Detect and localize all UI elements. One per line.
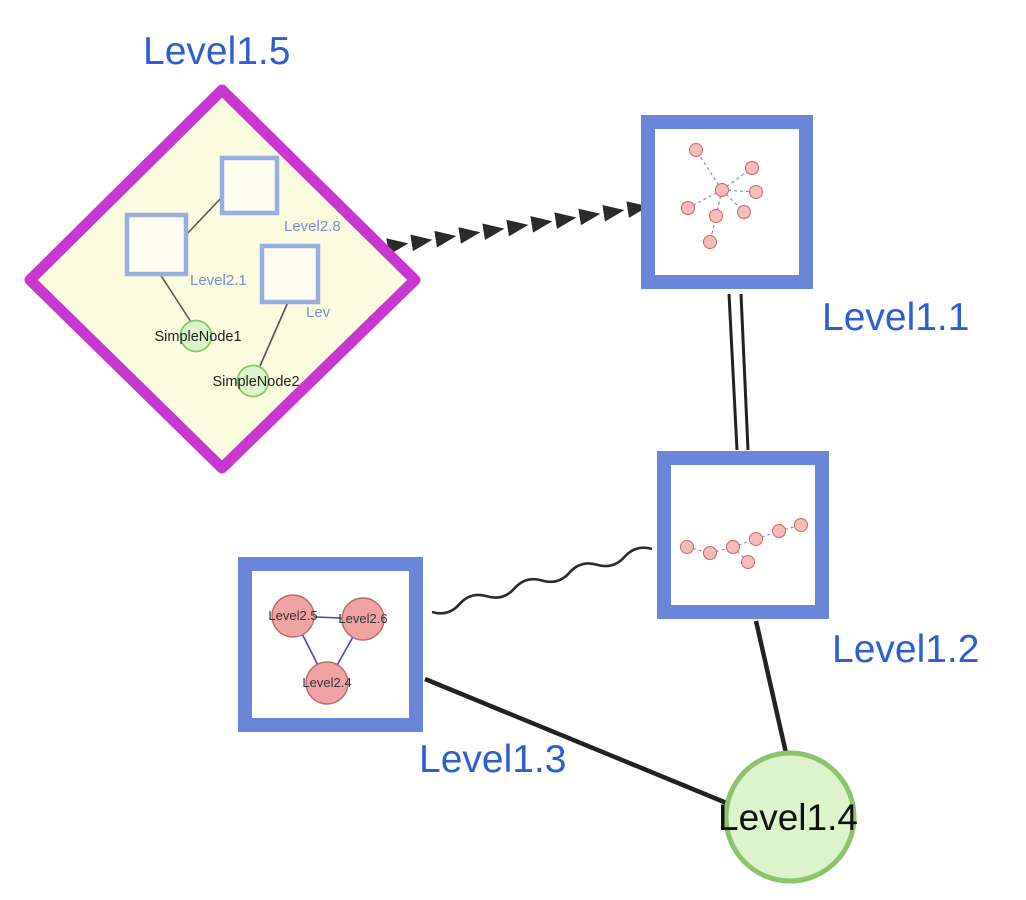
wavy-edge-level13-to-level12[interactable] xyxy=(431,546,653,615)
node-simplenode1-label: SimpleNode1 xyxy=(154,329,241,345)
node-lev-label: Lev xyxy=(306,304,331,321)
group-label-level13: Level1.3 xyxy=(419,738,566,781)
inner-edge-level21-to-level28[interactable] xyxy=(185,196,223,236)
double-line-edge-level11-to-level12[interactable] xyxy=(727,293,750,451)
node-simplenode2-label: SimpleNode2 xyxy=(212,374,299,390)
group-node-level12[interactable] xyxy=(657,451,829,619)
node-level28-label: Level2.8 xyxy=(284,218,341,235)
node-level26-label: Level2.6 xyxy=(338,611,387,626)
node-level14-label: Level1.4 xyxy=(718,797,858,838)
group-label-level12: Level1.2 xyxy=(832,628,979,671)
edges-layer xyxy=(386,201,789,807)
node-level26-circle[interactable] xyxy=(341,597,385,641)
level15-diamond-shape[interactable] xyxy=(24,84,421,474)
group-node-level15[interactable]: Level2.8 Level2.1 Lev SimpleNode1 Simple… xyxy=(24,84,421,474)
node-level24-label: Level2.4 xyxy=(302,675,351,690)
node-level14[interactable]: Level1.4 xyxy=(718,750,858,884)
edge-level13-to-level14[interactable] xyxy=(424,676,730,807)
group-label-level15: Level1.5 xyxy=(143,30,290,73)
group-node-level13[interactable]: Level2.5 Level2.6 Level2.4 xyxy=(238,557,423,732)
edge-level12-to-level14[interactable] xyxy=(753,620,789,754)
inner-edge-lev-to-simplenode2[interactable] xyxy=(259,301,289,367)
node-simplenode1-circle[interactable] xyxy=(179,319,213,353)
node-level28-square[interactable] xyxy=(219,155,280,216)
inner-edge-level21-to-simplenode1[interactable] xyxy=(159,273,192,323)
node-level21-label: Level2.1 xyxy=(190,272,247,289)
node-level25-circle[interactable] xyxy=(271,594,315,638)
group-node-level11[interactable] xyxy=(641,115,813,289)
dashed-arrow-edge-level15-to-level11[interactable] xyxy=(386,201,649,255)
level12-mini-nodes xyxy=(680,518,808,569)
level14-circle-shape[interactable] xyxy=(723,750,857,884)
node-lev-square[interactable] xyxy=(259,243,321,305)
node-level25-label: Level2.5 xyxy=(268,608,317,623)
level12-square-shape[interactable] xyxy=(657,451,829,619)
node-level21-square[interactable] xyxy=(124,212,189,277)
level11-square-shape[interactable] xyxy=(641,115,813,289)
node-level24-circle[interactable] xyxy=(305,661,349,705)
level11-mini-nodes xyxy=(681,143,763,249)
node-simplenode2-circle[interactable] xyxy=(236,364,270,398)
group-label-level11: Level1.1 xyxy=(822,296,969,339)
